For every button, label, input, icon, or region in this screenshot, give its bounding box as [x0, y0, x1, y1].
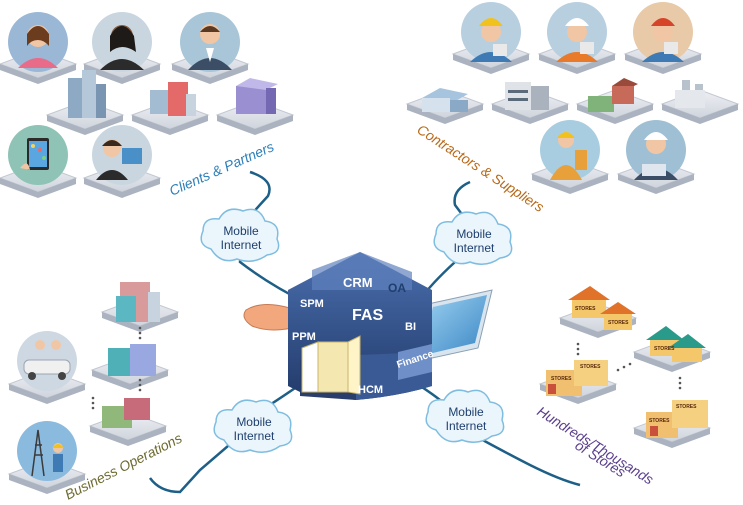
contractors-avatars	[461, 2, 693, 180]
dotted-connectors	[91, 326, 682, 410]
platform-tile-edge	[84, 64, 160, 84]
tablet-avatar	[8, 125, 68, 185]
platform-tile-edge	[90, 426, 166, 446]
clients-partners-label: Clients & Partners	[167, 138, 277, 199]
platform-tile-edge	[492, 104, 568, 124]
office-tower-icon	[68, 70, 106, 118]
platform-tile-edge	[577, 104, 653, 124]
door-icon	[301, 335, 361, 395]
platform-tile-edge	[172, 64, 248, 84]
person-avatar	[8, 12, 68, 72]
worker-avatar	[547, 2, 607, 62]
office-complex-icon	[116, 282, 160, 322]
platform-tile-edge	[407, 104, 483, 124]
operations-buildings	[102, 282, 160, 428]
glass-building-icon	[108, 344, 156, 376]
store-house-icon	[646, 326, 706, 362]
factory-building-icon	[505, 82, 549, 110]
cloud-shape	[200, 208, 280, 262]
cloud-label-line2: Internet	[446, 419, 487, 433]
store-signs: STORES STORES STORES STORES STORES STORE…	[551, 306, 697, 424]
store-front-icon	[546, 360, 608, 396]
module-fas: FAS	[352, 307, 383, 324]
store-sign: STORES	[551, 376, 572, 382]
mall-building-icon	[102, 398, 150, 428]
store-buildings	[546, 286, 708, 438]
platform-tile-edge	[9, 384, 85, 404]
platform-tile-edge	[84, 178, 160, 198]
power-grid-avatar	[17, 421, 77, 481]
platform-tile-edge	[453, 54, 529, 74]
module-ppm: PPM	[292, 331, 316, 343]
module-spm: SPM	[300, 298, 324, 310]
platform-tile-edge	[47, 115, 123, 135]
client-buildings	[68, 70, 278, 118]
platform-tile-edge	[0, 178, 76, 198]
person-avatar	[92, 125, 152, 185]
cloud-label-line2: Internet	[234, 429, 275, 443]
plant-building-icon	[675, 80, 705, 108]
person-avatar	[180, 12, 240, 72]
supplier-buildings	[422, 78, 705, 112]
cloud-label-line1: Mobile	[456, 227, 492, 241]
cloud-shape	[425, 389, 505, 443]
platform-tile-edge	[532, 174, 608, 194]
cloud-shape	[213, 399, 293, 453]
operations-avatars	[17, 331, 77, 481]
module-bi: BI	[405, 321, 416, 333]
tablet-icon	[413, 289, 493, 363]
platform-tile-edge	[9, 474, 85, 494]
worker-avatar	[633, 2, 693, 62]
worker-avatar	[461, 2, 521, 62]
line-stores	[407, 376, 581, 487]
warehouse-icon	[422, 88, 468, 112]
module-crm: CRM	[343, 275, 373, 290]
depot-building-icon	[588, 78, 638, 112]
contractors-suppliers-label: Contractors & Suppliers	[414, 121, 547, 215]
left-hand-icon	[243, 304, 301, 331]
platform-tile-edge	[217, 115, 293, 135]
apartment-building-icon	[236, 78, 278, 114]
store-sign: STORES	[649, 418, 670, 424]
module-hcm: HCM	[358, 384, 383, 396]
platform-tile-edge	[92, 370, 168, 390]
store-sign: STORES	[676, 404, 697, 410]
platform-tile-edge	[625, 54, 701, 74]
clients-avatars	[8, 12, 240, 185]
store-sign: STORES	[575, 306, 596, 312]
cloud-label-line1: Mobile	[448, 405, 484, 419]
worker-avatar	[540, 120, 600, 180]
platform-tile-edge	[618, 174, 694, 194]
central-house: CRM OA SPM FAS BI PPM Finance HCM	[243, 252, 493, 400]
store-house-icon	[568, 286, 636, 330]
cloud-group: MobileInternetMobileInternetMobileIntern…	[200, 208, 513, 453]
store-sign: STORES	[580, 364, 601, 370]
store-sign: STORES	[608, 320, 629, 326]
cloud-label-line1: Mobile	[223, 224, 259, 238]
cloud-label-line1: Mobile	[236, 415, 272, 429]
platform-tile-edge	[662, 104, 738, 124]
platform-tile-edge	[0, 64, 76, 84]
cloud-shape	[433, 211, 513, 265]
store-front-icon	[646, 400, 708, 438]
store-sign: STORES	[654, 346, 675, 352]
factory-avatar	[17, 331, 77, 391]
office-building-icon	[150, 82, 196, 116]
cloud-label-line2: Internet	[454, 241, 495, 255]
platform-tile-edge	[132, 115, 208, 135]
platform-tile-edge	[539, 54, 615, 74]
module-oa: OA	[388, 281, 406, 295]
person-avatar	[92, 12, 152, 72]
cloud-label-line2: Internet	[221, 238, 262, 252]
engineer-avatar	[626, 120, 686, 180]
